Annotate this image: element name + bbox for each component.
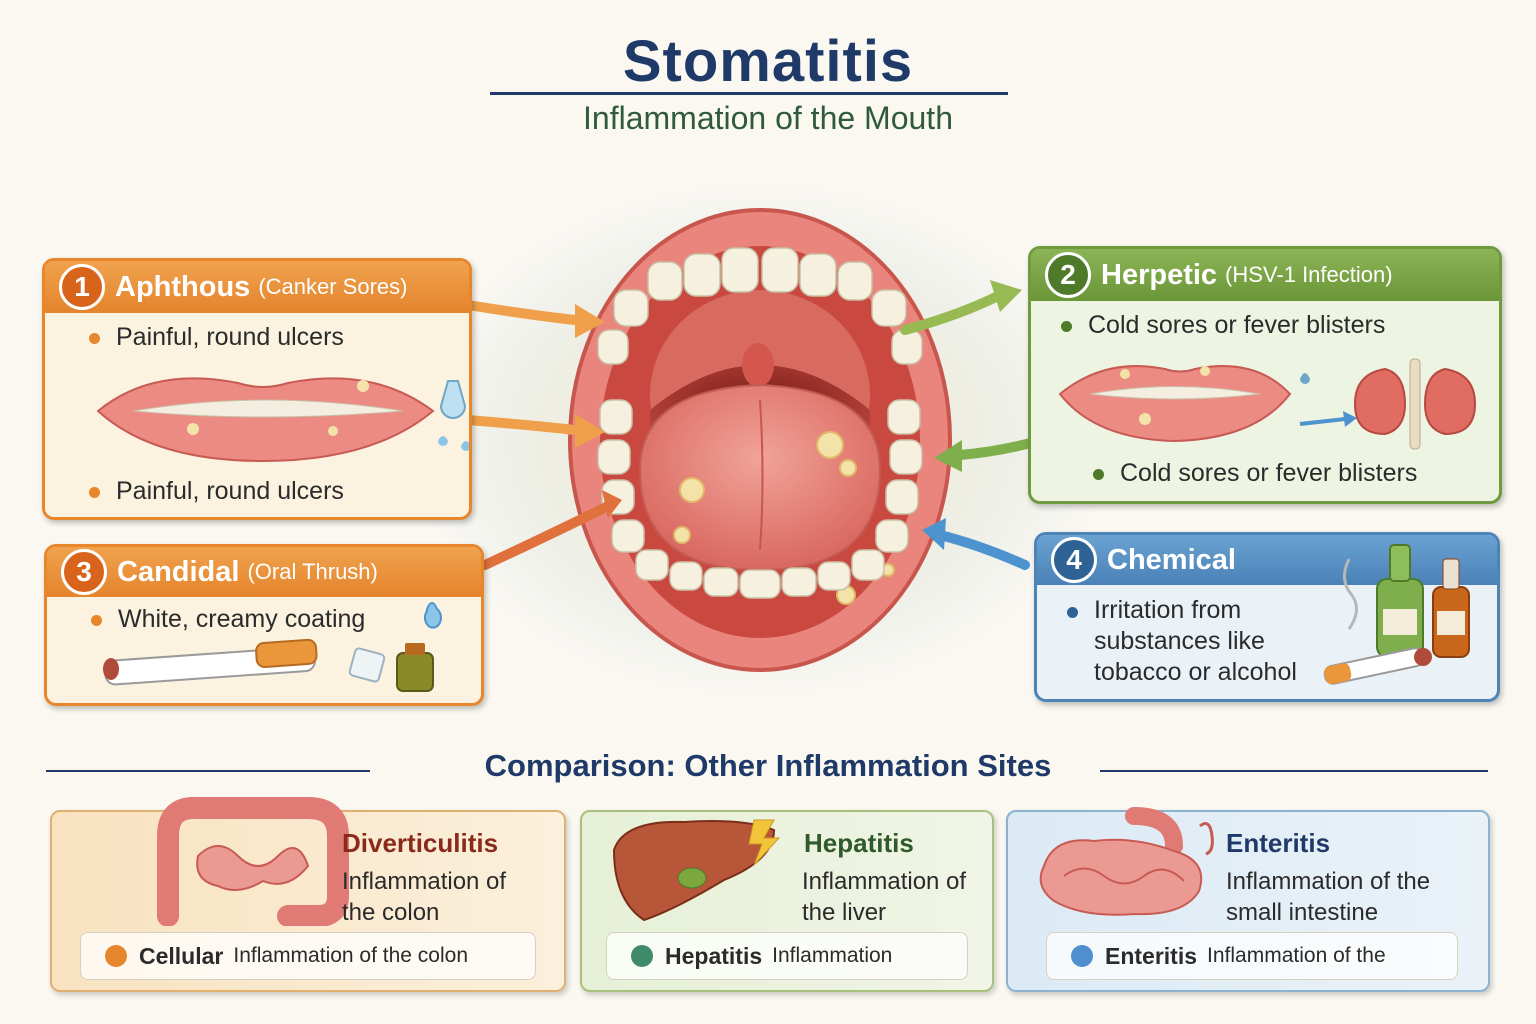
type-bullet: Irritation from substances like tobacco … [1067, 595, 1337, 688]
type-number-badge: 3 [61, 549, 107, 595]
bullet-text: Irritation from substances like tobacco … [1094, 596, 1297, 686]
type-bullet: Painful, round ulcers [89, 323, 344, 352]
type-card-herpetic: 2 Herpetic (HSV-1 Infection) Cold sores … [1028, 246, 1502, 504]
small-intestine-icon [1039, 807, 1214, 916]
site-footer: Enteritis Inflammation of the [1046, 932, 1458, 980]
footer-label: Cellular [139, 942, 224, 969]
colon-icon [157, 796, 349, 926]
page-title: Stomatitis [622, 29, 914, 94]
type-qualifier: (Canker Sores) [258, 274, 408, 299]
cigarette-and-bottle-icon [103, 602, 442, 692]
type-card-header: 2 Herpetic (HSV-1 Infection) [1031, 249, 1499, 301]
type-card-aphthous: 1 Aphthous (Canker Sores) Painful, round… [42, 258, 472, 520]
bullet-text: Painful, round ulcers [116, 323, 344, 351]
site-description: Inflammation of the small intestine [1226, 868, 1431, 926]
type-card-header: 1 Aphthous (Canker Sores) [45, 261, 469, 313]
lips-with-ulcers-icon [96, 377, 469, 463]
site-card-enteritis: Enteritis Inflammation of the small inte… [1006, 807, 1490, 992]
site-footer: Hepatitis Inflammation [606, 932, 968, 980]
type-number-badge: 1 [59, 264, 105, 310]
bullet-dot [89, 333, 100, 344]
footer-label: Hepatitis [665, 942, 763, 969]
site-description: Inflammation of the liver [802, 868, 967, 926]
site-name: Diverticulitis [342, 828, 499, 858]
footer-dot [105, 945, 127, 967]
bullet-text: Cold sores or fever blisters [1120, 459, 1418, 487]
site-card-diverticulitis: Diverticulitis Inflammation of the colon… [50, 796, 566, 992]
site-card-hepatitis: Hepatitis Inflammation of the liver Hepa… [580, 810, 994, 992]
footer-text: Inflammation of the [1207, 944, 1386, 967]
footer-dot [631, 945, 653, 967]
bullet-text: White, creamy coating [118, 605, 366, 633]
bullet-dot [1067, 607, 1078, 618]
type-number-badge: 4 [1051, 537, 1097, 583]
bullet-text: Painful, round ulcers [116, 477, 344, 505]
bullet-dot [1061, 321, 1072, 332]
type-name: Aphthous [115, 270, 251, 303]
page-subtitle: Inflammation of the Mouth [583, 100, 953, 136]
comparison-title: Comparison: Other Inflammation Sites [484, 748, 1052, 783]
type-card-header: 3 Candidal (Oral Thrush) [47, 547, 481, 597]
comparison-rule-right [1100, 770, 1488, 772]
type-name: Herpetic [1101, 258, 1218, 291]
tobacco-and-alcohol-icon [1323, 544, 1470, 685]
type-name: Chemical [1107, 543, 1236, 576]
site-name: Enteritis [1226, 828, 1331, 858]
footer-dot [1071, 945, 1093, 967]
bullet-dot [1093, 469, 1104, 480]
type-card-candidal: 3 Candidal (Oral Thrush) White, creamy c… [44, 544, 484, 706]
title-divider [490, 92, 1008, 95]
type-bullet: Cold sores or fever blisters [1061, 311, 1385, 340]
type-card-chemical: 4 Chemical Irritation from substances li… [1034, 532, 1500, 702]
bullet-dot [89, 487, 100, 498]
type-bullet: Painful, round ulcers [89, 477, 344, 506]
type-qualifier: (Oral Thrush) [247, 559, 378, 584]
site-description: Inflammation of the colon [342, 868, 507, 926]
footer-label: Enteritis [1105, 942, 1198, 969]
liver-icon [612, 819, 781, 922]
site-footer: Cellular Inflammation of the colon [80, 932, 536, 980]
type-card-header: 4 Chemical [1037, 535, 1497, 585]
type-name: Candidal [117, 555, 240, 588]
footer-text: Inflammation [772, 944, 893, 967]
bullet-dot [91, 615, 102, 626]
lips-and-virus-icon [1058, 358, 1477, 450]
site-name: Hepatitis [804, 828, 914, 858]
type-number-badge: 2 [1045, 252, 1091, 298]
type-qualifier: (HSV-1 Infection) [1225, 262, 1393, 287]
footer-text: Inflammation of the colon [233, 944, 469, 967]
type-bullet: Cold sores or fever blisters [1093, 459, 1417, 488]
bullet-text: Cold sores or fever blisters [1088, 311, 1386, 339]
type-bullet: White, creamy coating [91, 605, 365, 634]
mouth-illustration [410, 180, 1110, 700]
comparison-rule-left [46, 770, 370, 772]
